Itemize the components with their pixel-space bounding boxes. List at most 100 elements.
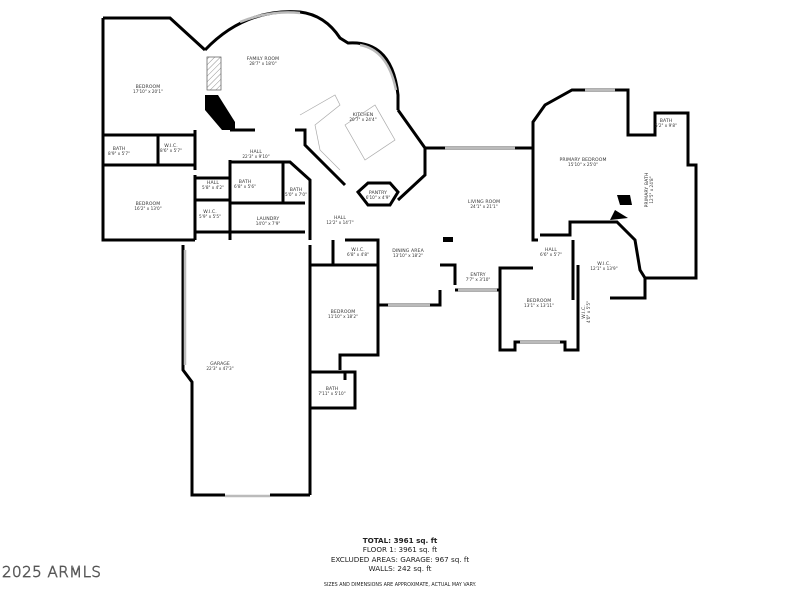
room-dims: 13'10" x 18'2" <box>393 253 423 259</box>
room-name: DINING AREA <box>392 248 424 254</box>
room-name: BEDROOM <box>135 84 161 90</box>
wall-column <box>610 195 632 220</box>
room-name: PRIMARY BEDROOM <box>559 157 607 163</box>
room-dims: 7'11" x 5'10" <box>318 391 346 397</box>
room-dims: 5'2" x 9'8" <box>655 123 677 129</box>
room-dims: 13'1" x 13'11" <box>524 303 554 309</box>
wall <box>181 245 310 497</box>
room-name: BEDROOM <box>330 309 356 315</box>
fireplace-hearth <box>205 95 235 130</box>
room-dims: 22'3" x 9'10" <box>242 154 270 160</box>
room-dims: 7'7" x 3'10" <box>465 277 491 283</box>
room-dims: 17'10" x 20'1" <box>133 89 163 95</box>
wall <box>230 128 347 187</box>
room-name: BATH <box>289 187 303 193</box>
wall-column <box>443 237 453 242</box>
room-dims: 6'6" x 5'7" <box>540 252 562 258</box>
room-name: BEDROOM <box>526 298 552 304</box>
room-wic-e: W.I.C.4'0" x 5'5" <box>582 301 592 323</box>
room-dims: 16'2" x 13'0" <box>134 206 162 212</box>
room-name: ENTRY <box>470 272 486 278</box>
wall <box>310 370 357 410</box>
floor1-area: FLOOR 1: 3961 sq. ft <box>362 545 438 555</box>
wall <box>308 238 380 495</box>
room-dims: 28'7" x 18'0" <box>249 61 277 67</box>
room-name: HALL <box>249 149 263 155</box>
wall <box>425 88 698 300</box>
room-name: FAMILY ROOM <box>246 56 280 62</box>
room-name: W.I.C. <box>164 143 178 149</box>
wall <box>103 130 197 170</box>
room-dims: 11'10" x 18'2" <box>328 314 358 320</box>
window <box>445 88 615 150</box>
room-dims: 5'9" x 5'5" <box>199 214 221 220</box>
wall <box>193 160 305 240</box>
total-area: TOTAL: 3961 sq. ft <box>362 536 438 545</box>
room-wic-center: W.I.C.6'8" x 4'8" <box>347 248 369 258</box>
room-dims: 5'8" x 4'2" <box>202 185 224 191</box>
wall <box>378 263 500 307</box>
window <box>239 11 398 91</box>
room-name: HALL <box>206 180 220 186</box>
kitchen-island <box>299 94 396 171</box>
room-name: BEDROOM <box>135 201 161 207</box>
room-name: W.I.C. <box>351 247 365 253</box>
excluded-areas: EXCLUDED AREAS: GARAGE: 967 sq. ft <box>330 554 470 564</box>
room-name: LAUNDRY <box>256 216 280 222</box>
watermark: 2025 ARMLS <box>2 563 102 582</box>
room-wic-w: W.I.C.5'9" x 5'5" <box>199 210 221 220</box>
wall <box>355 181 400 207</box>
room-name: LIVING ROOM <box>467 199 501 205</box>
room-name: W.I.C. <box>203 209 217 215</box>
room-dims: 14'0" x 7'9" <box>255 221 281 227</box>
room-name: KITCHEN <box>352 112 374 118</box>
room-name: W.I.C. <box>597 261 611 267</box>
wall <box>498 240 580 352</box>
area-summary: TOTAL: 3961 sq. ft FLOOR 1: 3961 sq. ft … <box>0 536 800 590</box>
room-dims: 8'9" x 5'7" <box>108 151 130 157</box>
wall <box>103 16 207 52</box>
room-dims: 22'3" x 47'3" <box>206 366 234 372</box>
room-name: BATH <box>238 179 252 185</box>
room-name: PANTRY <box>368 190 388 196</box>
window <box>388 288 497 307</box>
room-name: GARAGE <box>210 361 230 367</box>
room-dims: 12'2" x 14'7" <box>326 220 354 226</box>
room-wic-nw: W.I.C.8'6" x 5'7" <box>160 144 182 154</box>
wall <box>101 18 195 242</box>
room-dims: 6'8" x 5'6" <box>234 184 256 190</box>
room-dims: 20'7" x 24'4" <box>349 117 377 123</box>
room-name: BATH <box>659 118 673 124</box>
disclaimer: SIZES AND DIMENSIONS ARE APPROXIMATE, AC… <box>323 583 477 589</box>
room-name: HALL <box>544 247 558 253</box>
wall <box>203 10 400 110</box>
garage-door <box>183 250 270 498</box>
wall <box>531 148 647 279</box>
room-dims: 12'5" x 24'8" <box>649 176 655 204</box>
room-dims: 6'10" x 4'9" <box>365 195 391 201</box>
room-dims: 8'6" x 5'7" <box>160 148 182 154</box>
room-name: HALL <box>333 215 347 221</box>
room-dims: 12'1" x 13'9" <box>590 266 618 272</box>
room-name: BATH <box>112 146 126 152</box>
room-wic-primary: W.I.C.12'1" x 13'9" <box>590 262 617 272</box>
room-dims: 4'0" x 5'5" <box>586 301 592 323</box>
